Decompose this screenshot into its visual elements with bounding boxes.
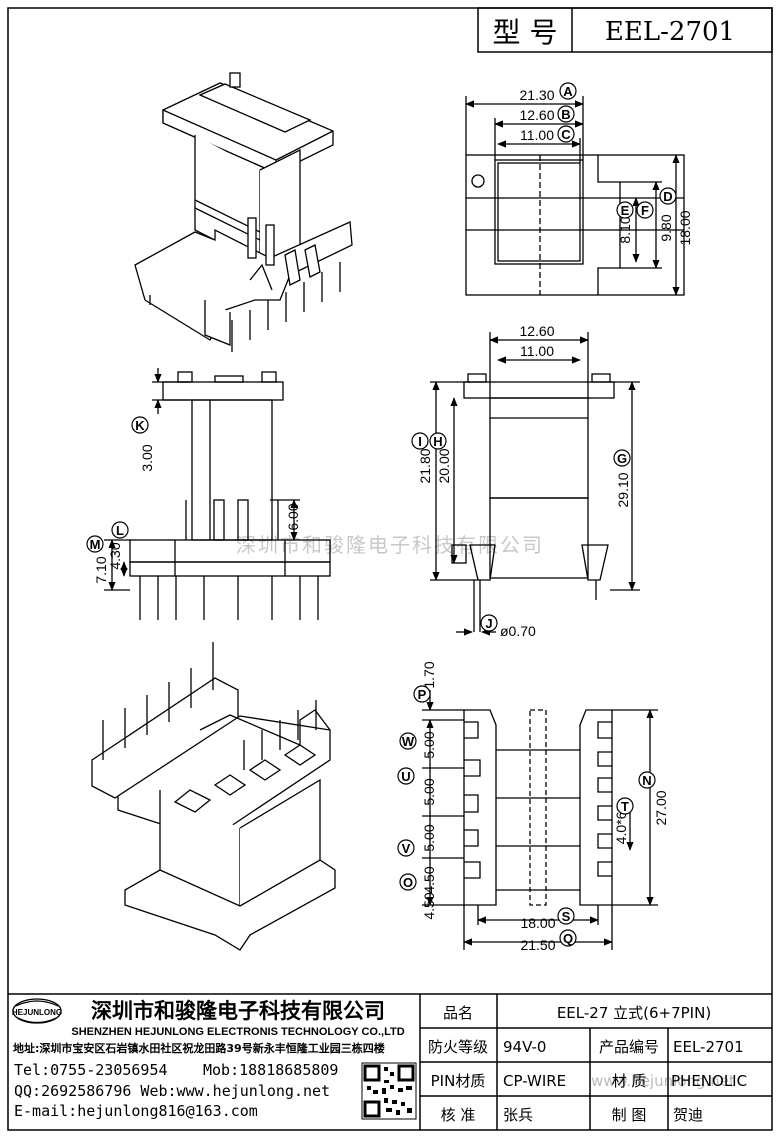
iso-upper-pins xyxy=(149,262,341,352)
company-name-en: SHENZHEN HEJUNLONG ELECTRONIS TECHNOLOGY… xyxy=(71,1026,404,1038)
dim-4-50-b: 4.50 xyxy=(421,892,437,919)
company-qq-web: QQ:2692586796 Web:www.hejunlong.net xyxy=(14,1082,330,1100)
company-mob: Mob:18818685809 xyxy=(203,1061,338,1079)
label-e: E xyxy=(621,203,630,218)
dim-pin-diameter: ø0.70 xyxy=(500,623,536,639)
label-o: O xyxy=(403,875,413,890)
dim-3-00: 3.00 xyxy=(139,444,155,471)
material-value: PHENOLIC xyxy=(671,1072,747,1090)
sheet-border xyxy=(7,7,773,1131)
side-view-labels: 3.00 6.00 7.10 4.30 K L M xyxy=(86,416,301,584)
dim-5-00-b: 5.00 xyxy=(421,778,437,805)
label-q: Q xyxy=(563,931,573,946)
dim-11-00-front: 11.00 xyxy=(520,343,554,359)
dim-12-60-front: 12.60 xyxy=(519,323,554,339)
label-w: W xyxy=(402,734,415,749)
dim-18-00: 18.00 xyxy=(677,210,693,245)
dim-21-80: 21.80 xyxy=(417,448,433,483)
approve-value: 张兵 xyxy=(503,1106,533,1124)
label-h: H xyxy=(433,434,442,449)
side-view xyxy=(104,368,331,620)
dim-9-80: 9.80 xyxy=(658,214,674,241)
label-s: S xyxy=(562,909,571,924)
dim-29-10: 29.10 xyxy=(615,472,631,507)
company-email: E-mail:hejunlong816@163.com xyxy=(14,1102,258,1120)
watermark-text: 深圳市和骏隆电子科技有限公司 xyxy=(236,533,544,557)
dim-21-30: 21.30 xyxy=(519,87,554,103)
model-value: EEL-2701 xyxy=(605,17,735,47)
watermark-url: www.hejunlong.net xyxy=(591,1072,735,1090)
front-view xyxy=(430,332,640,636)
label-t: T xyxy=(621,799,629,814)
dim-4-30: 4.30 xyxy=(107,542,123,569)
company-address: 地址:深圳市宝安区石岩镇水田社区祝龙田路39号新永丰恒隆工业园三栋四楼 xyxy=(13,1041,385,1055)
label-j: J xyxy=(485,616,492,631)
label-a: A xyxy=(563,84,573,99)
model-header: 型 号 EEL-2701 xyxy=(477,7,773,53)
logo-text: HEJUNLONG xyxy=(12,1008,62,1017)
iso-lower-pins xyxy=(102,642,317,770)
approve-label: 核 准 xyxy=(441,1106,476,1124)
dim-18-00-bottom: 18.00 xyxy=(520,915,555,931)
product-name-label: 品名 xyxy=(443,1004,473,1022)
pin-material-label: PIN材质 xyxy=(431,1072,486,1090)
info-table: 品名 EEL-27 立式(6+7PIN) 防火等级 94V-0 产品编号 EEL… xyxy=(428,1004,747,1124)
label-v: V xyxy=(402,841,411,856)
drawing-label: 制 图 xyxy=(612,1106,647,1124)
dim-1-70: 1.70 xyxy=(421,661,437,688)
drawing-value: 贺迪 xyxy=(673,1106,703,1124)
front-view-labels: 12.60 11.00 21.80 20.00 29.10 ø0.70 I H … xyxy=(411,323,631,639)
label-m: M xyxy=(90,537,101,552)
label-c: C xyxy=(561,127,571,142)
dim-7-10: 7.10 xyxy=(93,556,109,583)
dim-6-00: 6.00 xyxy=(285,503,301,530)
label-l: L xyxy=(116,523,124,538)
fire-rating-value: 94V-0 xyxy=(503,1038,546,1056)
product-code-label: 产品编号 xyxy=(599,1038,659,1056)
label-i: I xyxy=(418,434,422,449)
label-g: G xyxy=(617,451,627,466)
dim-21-50: 21.50 xyxy=(520,937,555,953)
dim-20-00: 20.00 xyxy=(436,448,452,483)
label-u: U xyxy=(401,769,410,784)
product-name-value: EEL-27 立式(6+7PIN) xyxy=(557,1004,711,1022)
dim-8-10: 8.10 xyxy=(617,216,633,243)
dim-12-60: 12.60 xyxy=(519,107,554,123)
dim-5-00-c: 5.00 xyxy=(421,824,437,851)
model-label: 型 号 xyxy=(493,16,558,49)
iso-view-lower xyxy=(91,677,336,951)
product-code-value: EEL-2701 xyxy=(673,1038,744,1056)
iso-view-upper xyxy=(134,72,353,346)
qr-code xyxy=(361,1062,417,1120)
dim-5-00-a: 5.00 xyxy=(421,731,437,758)
fire-rating-label: 防火等级 xyxy=(428,1038,488,1056)
label-b: B xyxy=(561,107,570,122)
label-f: F xyxy=(641,203,649,218)
label-n: N xyxy=(642,773,651,788)
dim-11-00: 11.00 xyxy=(520,127,554,143)
company-logo: HEJUNLONG xyxy=(12,998,62,1024)
label-k: K xyxy=(135,418,145,433)
company-tel: Tel:0755-23056954 xyxy=(14,1061,168,1079)
dim-4-0x6: 4.0*6 xyxy=(613,811,629,844)
pin-material-value: CP-WIRE xyxy=(503,1072,566,1090)
label-d: D xyxy=(663,189,672,204)
company-name-cn: 深圳市和骏隆电子科技有限公司 xyxy=(91,999,385,1023)
dim-27-00: 27.00 xyxy=(653,790,669,825)
material-label: 材 质 xyxy=(612,1072,647,1090)
bottom-view xyxy=(422,690,658,950)
bottom-view-labels: 1.70 5.00 5.00 5.00 4.50 4.50 27.00 4.0*… xyxy=(397,661,669,953)
top-view-labels: 21.30 12.60 11.00 18.00 9.80 8.10 A B C … xyxy=(519,82,693,246)
top-view xyxy=(465,96,685,296)
label-p: P xyxy=(418,687,427,702)
dim-4-50-a: 4.50 xyxy=(421,866,437,893)
title-block xyxy=(8,993,772,1130)
